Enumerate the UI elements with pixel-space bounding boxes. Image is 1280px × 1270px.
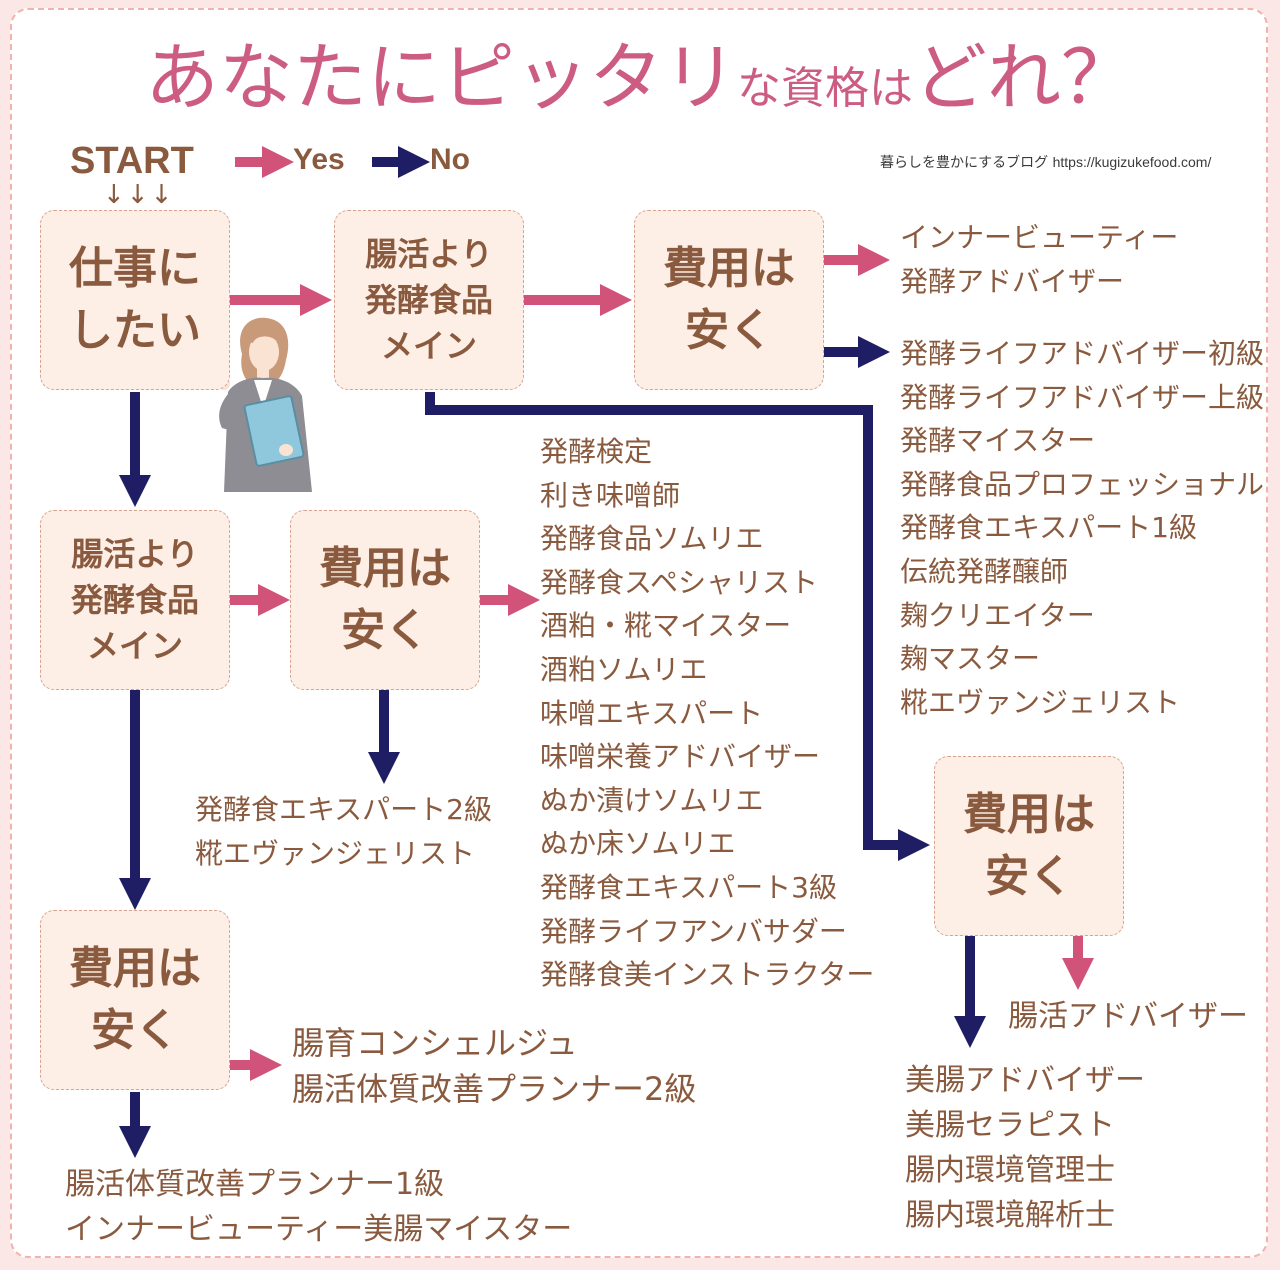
legend-no-label: No <box>430 143 470 176</box>
node-cost-mid-label: 費用は 安く <box>319 543 451 656</box>
list-item: 発酵食エキスパート2級 <box>195 793 492 826</box>
node-cost-right: 費用は 安く <box>934 756 1124 936</box>
node-fermented-top: 腸活より 発酵食品 メイン <box>334 210 524 390</box>
list-item: 腸育コンシェルジュ <box>292 1024 578 1062</box>
node-cost-bottom-label: 費用は 安く <box>69 943 201 1056</box>
list-item: 美腸アドバイザー <box>905 1063 1145 1098</box>
node-cost-top-label: 費用は 安く <box>663 243 795 356</box>
list-item: 発酵食品プロフェッショナル <box>900 467 1265 501</box>
list-top-no: 発酵ライフアドバイザー初級 発酵ライフアドバイザー上級 発酵マイスター 発酵食品… <box>900 332 1264 724</box>
list-item: 麹マスター <box>900 642 1041 676</box>
list-item: 発酵食エキスパート1級 <box>900 511 1197 545</box>
list-item: 腸活体質改善プランナー2級 <box>292 1070 697 1108</box>
list-item: 発酵食美インストラクター <box>540 958 875 992</box>
list-item: 糀エヴァンジェリスト <box>900 685 1181 719</box>
credit-blog: 暮らしを豊かにするブログ <box>880 155 1049 171</box>
list-item: 腸内環境管理士 <box>905 1153 1115 1188</box>
list-item: 発酵検定 <box>540 435 653 468</box>
node-work: 仕事に したい <box>40 210 230 390</box>
node-cost-mid: 費用は 安く <box>290 510 480 690</box>
list-item: 発酵ライフアドバイザー上級 <box>900 380 1265 414</box>
list-item: 腸内環境解析士 <box>905 1198 1115 1233</box>
list-item: インナービューティー <box>900 221 1179 254</box>
list-bottom-no: 腸活体質改善プランナー1級 インナービューティー美腸マイスター <box>65 1162 572 1252</box>
list-item: 利き味噌師 <box>540 478 681 512</box>
node-cost-right-label: 費用は 安く <box>963 789 1095 902</box>
credit-url: https://kugizukefood.com/ <box>1052 154 1212 170</box>
credit-line: 暮らしを豊かにするブログ https://kugizukefood.com/ <box>880 152 1211 172</box>
list-top-yes: インナービューティー 発酵アドバイザー <box>900 216 1178 303</box>
list-item: 発酵食スペシャリスト <box>540 565 819 599</box>
title-end: どれ？ <box>913 35 1135 121</box>
list-item: ぬか床ソムリエ <box>540 827 736 861</box>
legend-yes-label: Yes <box>293 143 345 176</box>
list-item: 発酵食エキスパート3級 <box>540 870 837 904</box>
list-item: 麹クリエイター <box>900 598 1095 632</box>
node-cost-top: 費用は 安く <box>634 210 824 390</box>
list-mid-yes: 発酵検定 利き味噌師 発酵食品ソムリエ 発酵食スペシャリスト 酒粕・糀マイスター… <box>540 430 874 997</box>
node-fermented-mid-label: 腸活より 発酵食品 メイン <box>70 535 199 665</box>
list-item: 酒粕ソムリエ <box>540 652 708 686</box>
list-item: インナービューティー美腸マイスター <box>65 1212 573 1247</box>
title-main: あなたにピッタリ <box>145 35 737 121</box>
list-item: 腸活体質改善プランナー1級 <box>65 1167 445 1202</box>
face-shape <box>249 333 279 371</box>
list-right-yes: 腸活アドバイザー <box>1008 994 1248 1039</box>
list-item: 伝統発酵醸師 <box>900 554 1069 588</box>
list-item: ぬか漬けソムリエ <box>540 783 764 817</box>
node-work-label: 仕事に したい <box>69 243 201 356</box>
list-bottom-yes: 腸育コンシェルジュ 腸活体質改善プランナー2級 <box>292 1020 696 1112</box>
list-item: 味噌エキスパート <box>540 696 764 730</box>
list-item: 味噌栄養アドバイザー <box>540 740 821 774</box>
list-mid-no: 発酵食エキスパート2級 糀エヴァンジェリスト <box>195 788 492 875</box>
no-arrow-fermented-top-to-cost-right <box>425 392 931 862</box>
list-item: 美腸セラピスト <box>905 1108 1115 1143</box>
page-title: あなたにピッタリな資格はどれ？ <box>0 18 1280 125</box>
title-middle: な資格は <box>737 63 913 114</box>
node-cost-bottom: 費用は 安く <box>40 910 230 1090</box>
list-item: 酒粕・糀マイスター <box>540 609 792 643</box>
list-item: 発酵アドバイザー <box>900 264 1125 298</box>
start-arrows: ↓↓↓ <box>103 180 175 210</box>
list-item: 発酵ライフアンバサダー <box>540 914 847 948</box>
presenter-illustration <box>200 317 312 492</box>
list-item: 腸活アドバイザー <box>1008 999 1248 1034</box>
list-item: 発酵ライフアドバイザー初級 <box>900 337 1265 370</box>
node-fermented-mid: 腸活より 発酵食品 メイン <box>40 510 230 690</box>
start-label: START <box>70 140 194 182</box>
list-item: 糀エヴァンジェリスト <box>195 836 476 870</box>
list-item: 発酵マイスター <box>900 424 1096 458</box>
node-fermented-top-label: 腸活より 発酵食品 メイン <box>364 235 493 365</box>
list-right-no: 美腸アドバイザー 美腸セラピスト 腸内環境管理士 腸内環境解析士 <box>905 1058 1145 1238</box>
list-item: 発酵食品ソムリエ <box>540 522 764 556</box>
